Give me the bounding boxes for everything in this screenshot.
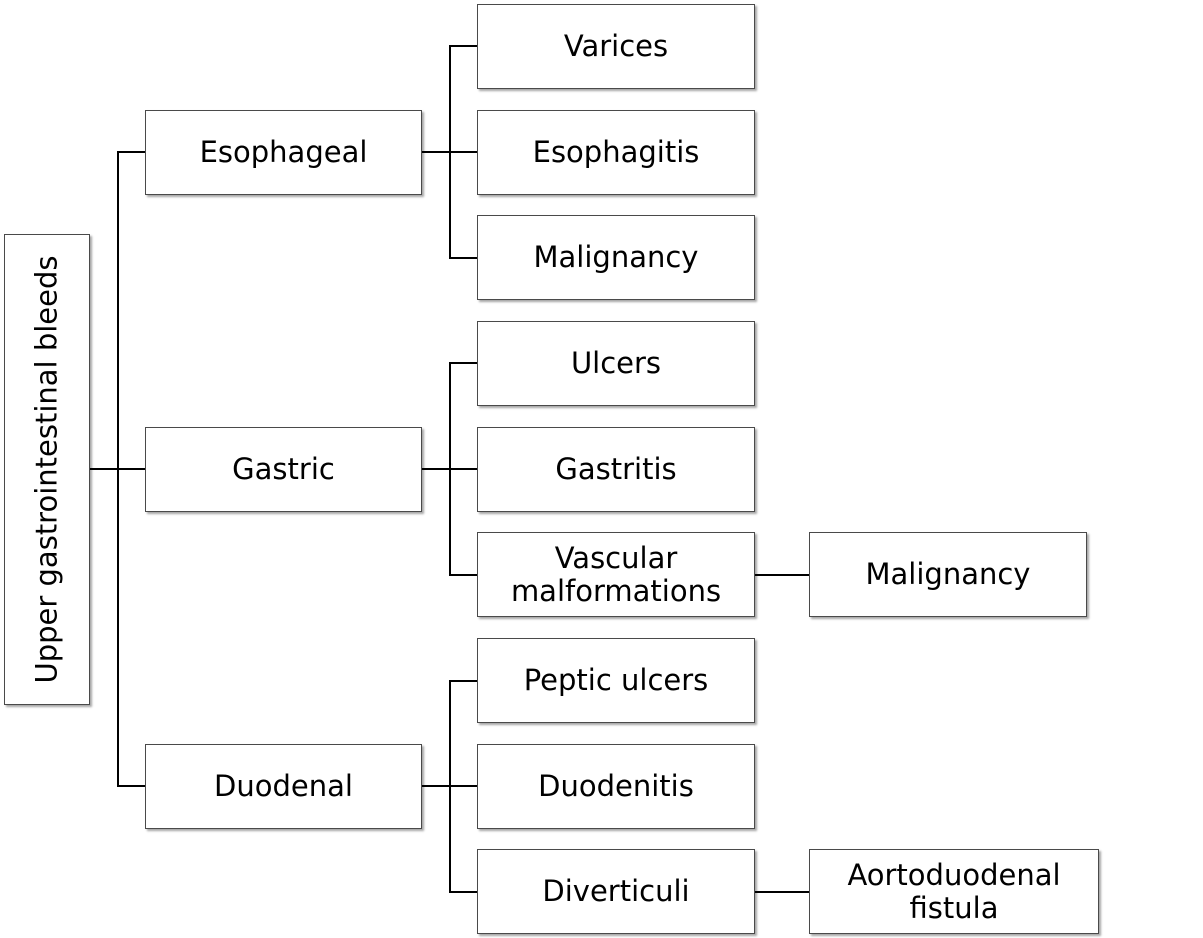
cause-node-diverticuli: Diverticuli xyxy=(477,849,755,934)
cause-label-ulcers: Ulcers xyxy=(570,346,662,380)
cause-node-ulcers: Ulcers xyxy=(477,321,755,406)
subcause-node-malignancy-gastric: Malignancy xyxy=(809,532,1087,617)
cause-label-malignancy-esophageal: Malignancy xyxy=(533,240,699,274)
root-label: Upper gastrointestinal bleeds xyxy=(29,255,64,684)
category-label-gastric: Gastric xyxy=(232,452,335,486)
cause-node-duodenitis: Duodenitis xyxy=(477,744,755,829)
cause-node-varices: Varices xyxy=(477,4,755,89)
subcause-label-malignancy-gastric: Malignancy xyxy=(865,557,1031,591)
cause-label-gastritis: Gastritis xyxy=(555,452,677,486)
cause-node-malignancy-esophageal: Malignancy xyxy=(477,215,755,300)
cause-node-gastritis: Gastritis xyxy=(477,427,755,512)
root-node: Upper gastrointestinal bleeds xyxy=(4,234,90,705)
subcause-node-aortoduodenal-fistula: Aortoduodenal fistula xyxy=(809,849,1099,934)
category-label-duodenal: Duodenal xyxy=(214,769,353,803)
cause-node-peptic-ulcers: Peptic ulcers xyxy=(477,638,755,723)
cause-label-esophagitis: Esophagitis xyxy=(532,135,700,169)
cause-label-duodenitis: Duodenitis xyxy=(538,769,694,803)
category-node-duodenal: Duodenal xyxy=(145,744,422,829)
cause-node-esophagitis: Esophagitis xyxy=(477,110,755,195)
cause-label-peptic-ulcers: Peptic ulcers xyxy=(523,663,709,697)
cause-label-vascular-malformations: Vascular malformations xyxy=(510,540,722,608)
category-node-esophageal: Esophageal xyxy=(145,110,422,195)
cause-node-vascular-malformations: Vascular malformations xyxy=(477,532,755,617)
cause-label-diverticuli: Diverticuli xyxy=(542,874,690,908)
cause-label-varices: Varices xyxy=(563,29,669,63)
category-node-gastric: Gastric xyxy=(145,427,422,512)
category-label-esophageal: Esophageal xyxy=(199,135,368,169)
subcause-label-aortoduodenal-fistula: Aortoduodenal fistula xyxy=(847,857,1061,925)
